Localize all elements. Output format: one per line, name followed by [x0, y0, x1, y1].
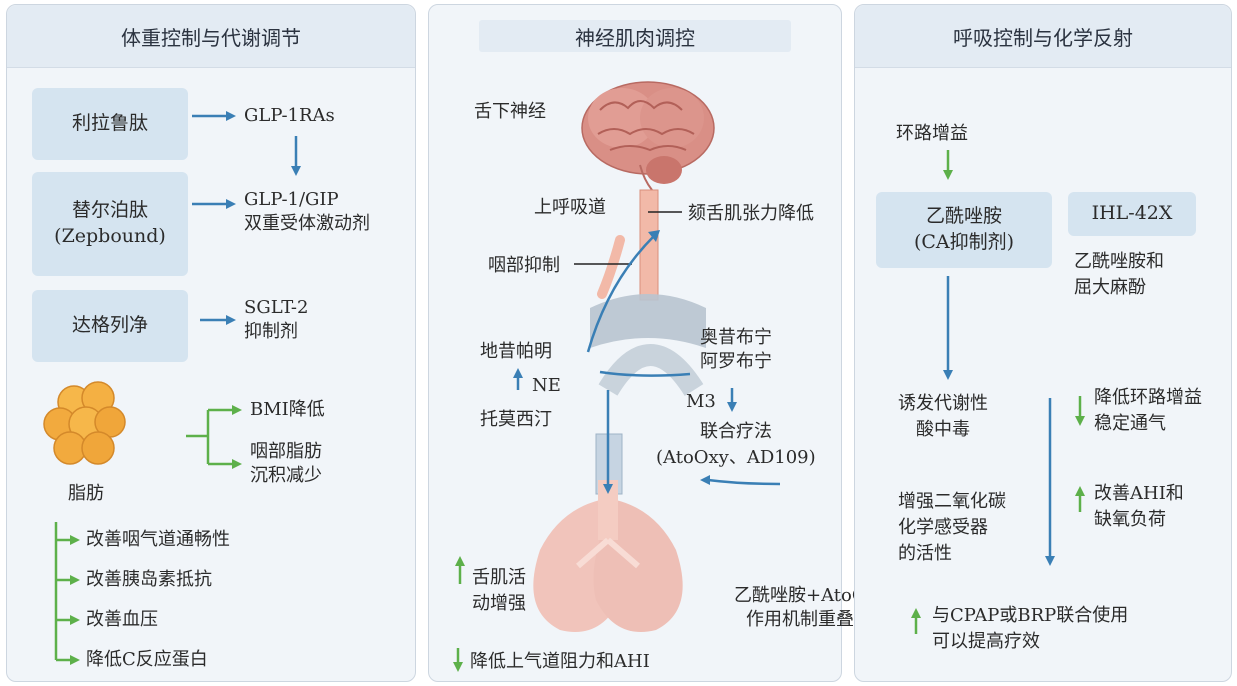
- label-cpap-line1: 与CPAP或BRP联合使用: [932, 604, 1128, 627]
- label-acidosis-line2: 酸中毒: [916, 418, 970, 441]
- label-reduce-loop-line1: 降低环路增益: [1094, 386, 1202, 409]
- label-cpap-line2: 可以提高疗效: [932, 630, 1040, 653]
- label-ihl-desc-line1: 乙酰唑胺和: [1074, 250, 1164, 273]
- label-enhance-line1: 增强二氧化碳: [898, 490, 1006, 513]
- label-ihl-desc-line2: 屈大麻酚: [1074, 276, 1146, 299]
- label-loop-gain: 环路增益: [896, 122, 968, 145]
- label-enhance-line3: 的活性: [898, 542, 952, 565]
- label-acidosis-line1: 诱发代谢性: [898, 392, 988, 415]
- label-reduce-loop-line2: 稳定通气: [1094, 412, 1166, 435]
- label-enhance-line2: 化学感受器: [898, 516, 988, 539]
- label-improve-ahi-line2: 缺氧负荷: [1094, 508, 1166, 531]
- label-improve-ahi-line1: 改善AHI和: [1094, 482, 1184, 505]
